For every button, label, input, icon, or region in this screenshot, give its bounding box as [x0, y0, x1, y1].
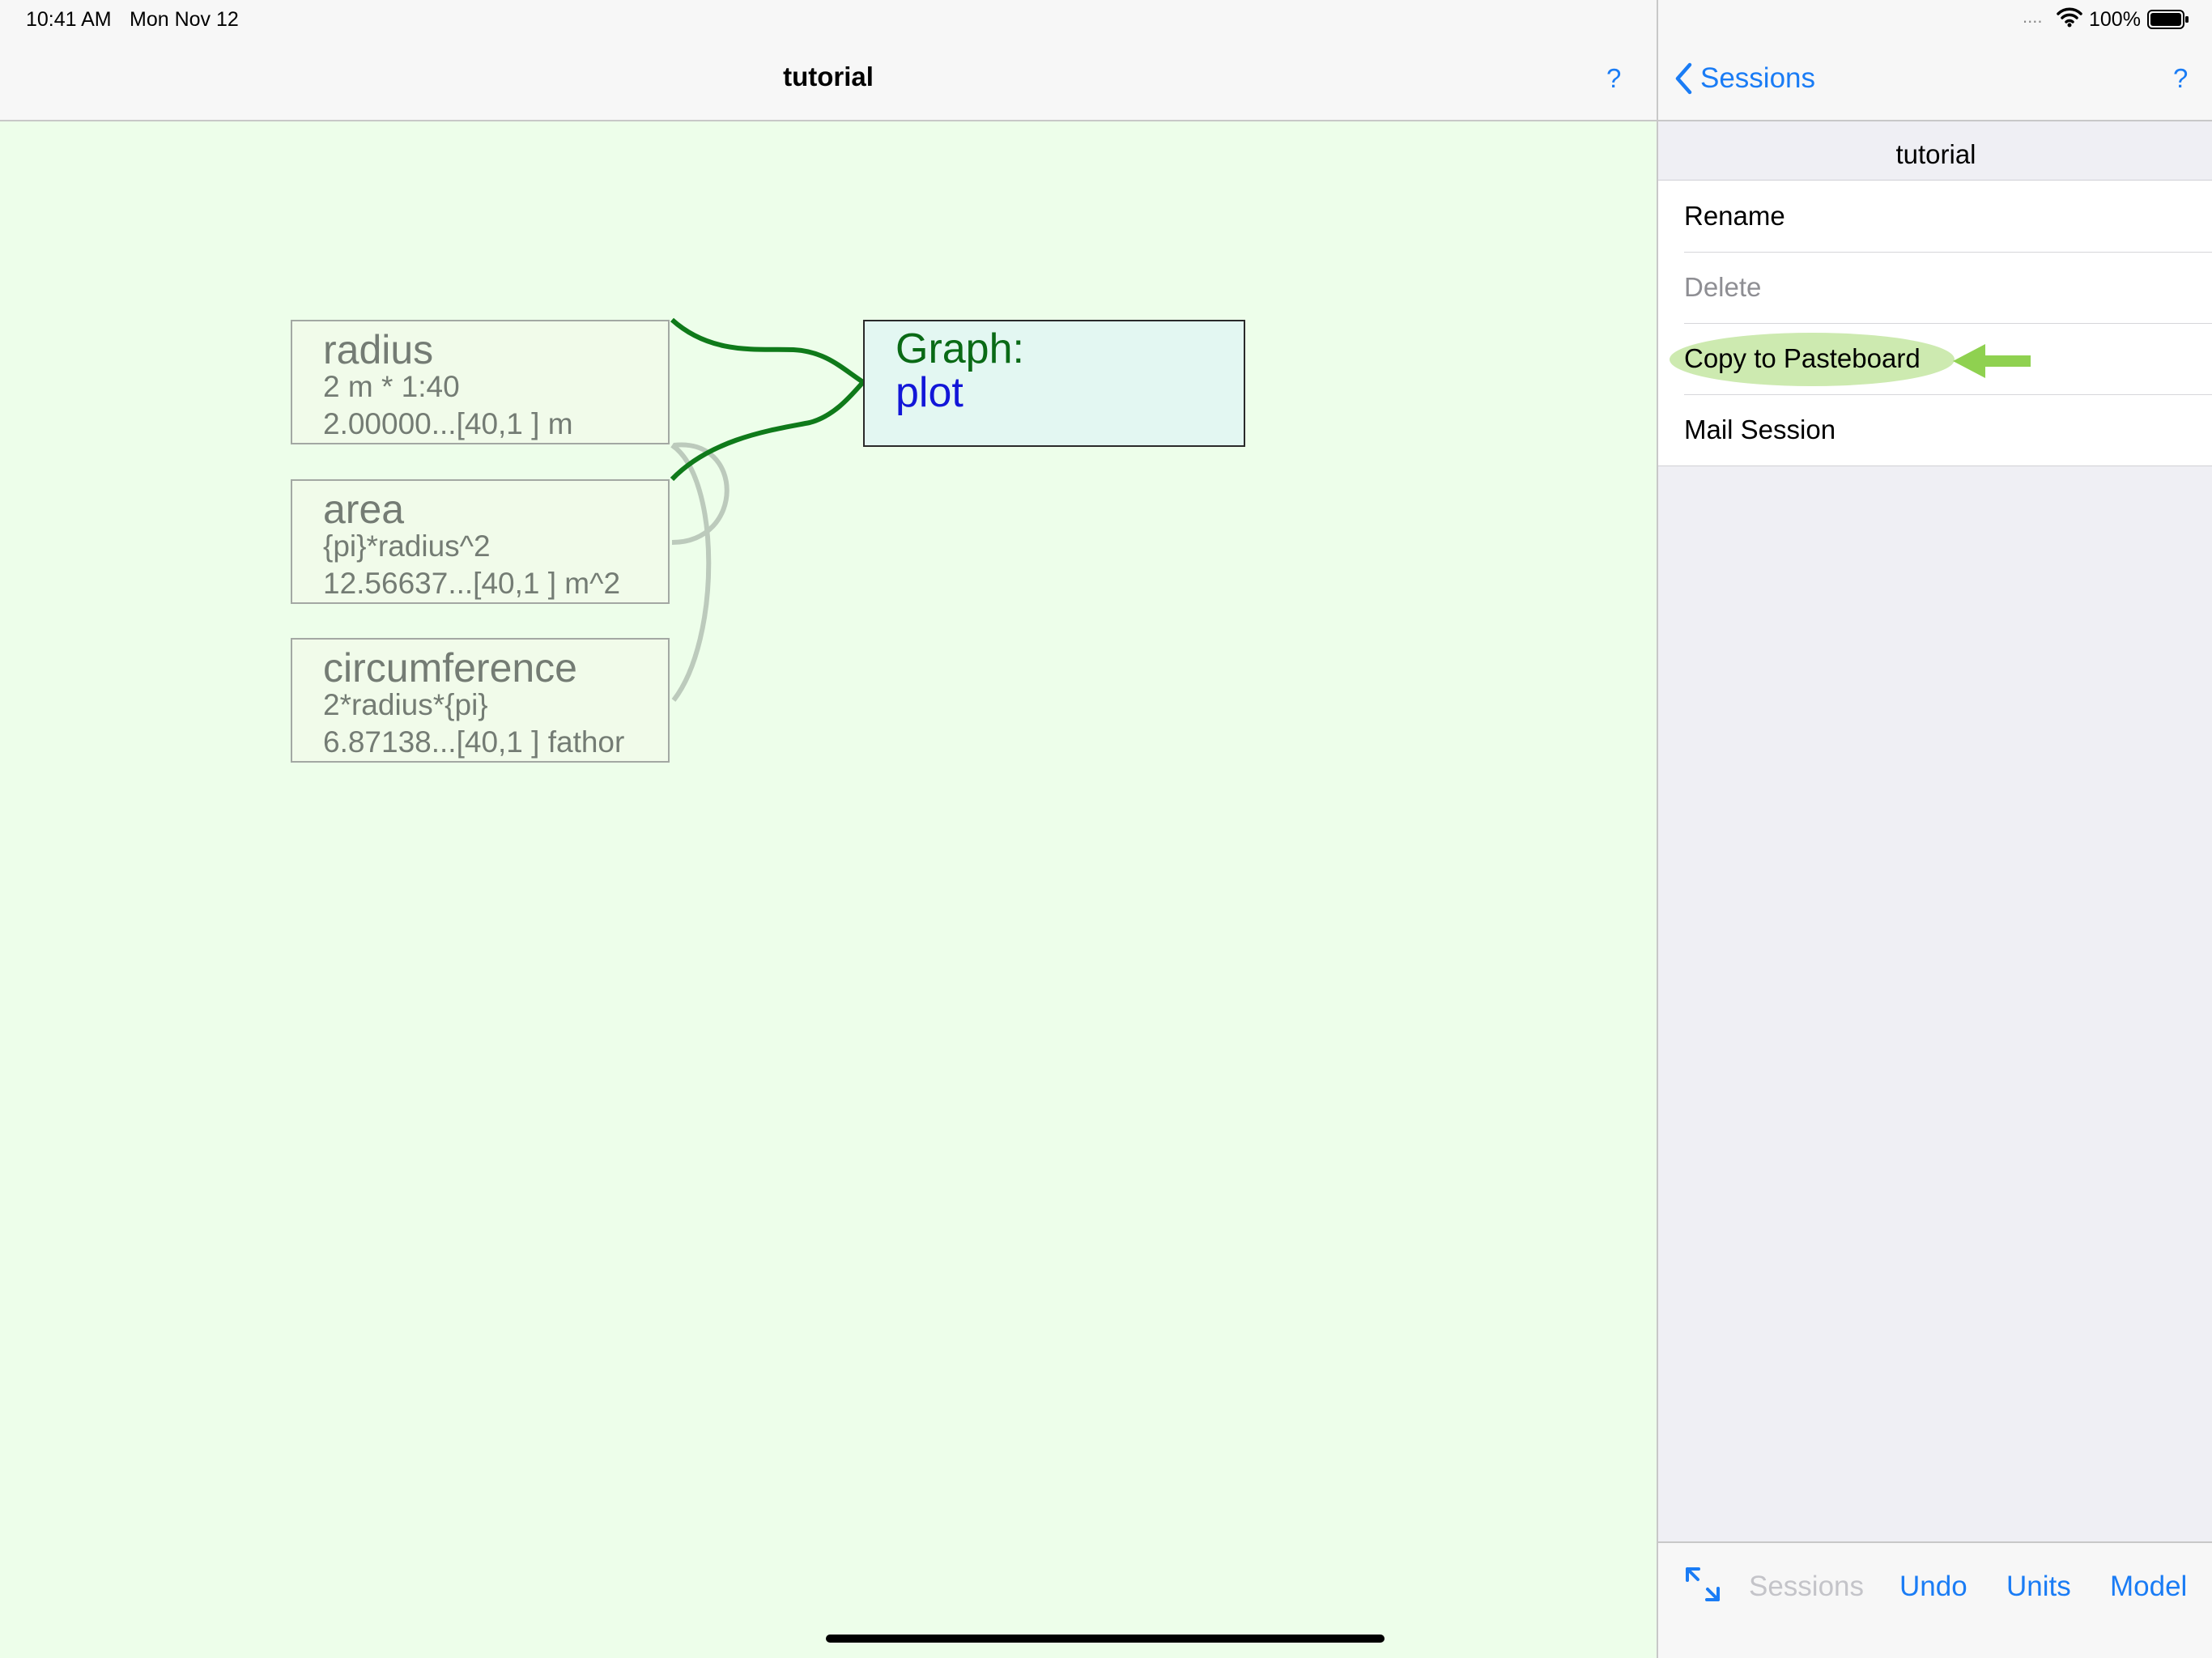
cellular-signal-icon: ....: [2023, 6, 2043, 27]
rename-menu-item[interactable]: Rename: [1658, 181, 2212, 252]
sessions-sidebar: .... 100% Sessions ? tutorial Rename Del…: [1657, 0, 2212, 1658]
variable-value: 2.00000...[40,1 ] m: [323, 407, 573, 440]
menu-item-label: Rename: [1684, 201, 1785, 231]
variable-formula: 2 m * 1:40: [323, 370, 460, 403]
menu-item-label: Copy to Pasteboard: [1684, 343, 1921, 373]
copy-to-pasteboard-menu-item[interactable]: Copy to Pasteboard: [1658, 323, 2212, 394]
help-button[interactable]: ?: [1606, 63, 1622, 93]
variable-name: area: [323, 487, 405, 532]
connection-lines: [670, 317, 866, 702]
battery-percentage: 100%: [2089, 8, 2141, 31]
toolbar-model-button[interactable]: Model: [2110, 1571, 2188, 1602]
home-indicator[interactable]: [826, 1635, 1385, 1643]
back-button-label: Sessions: [1700, 62, 1816, 94]
bottom-toolbar: Sessions Undo Units Model: [1658, 1541, 2212, 1658]
graph-node-plot[interactable]: Graph: plot: [863, 320, 1245, 447]
back-sessions-button[interactable]: Sessions: [1674, 58, 1815, 99]
variable-formula: {pi}*radius^2: [323, 529, 491, 563]
variable-name: radius: [323, 327, 434, 372]
page-title: tutorial: [783, 62, 874, 91]
sidebar-navigation-bar: .... 100% Sessions ?: [1658, 0, 2212, 121]
toolbar-sessions-button[interactable]: Sessions: [1749, 1571, 1865, 1602]
session-title: tutorial: [1895, 139, 1976, 169]
variable-node-area[interactable]: area {pi}*radius^2 12.56637...[40,1 ] m^…: [291, 479, 670, 604]
help-button[interactable]: ?: [2173, 63, 2189, 93]
variable-formula: 2*radius*{pi}: [323, 688, 488, 721]
navigation-bar: 10:41 AM Mon Nov 12 tutorial ?: [0, 0, 1657, 121]
link-circumference-radius: [670, 443, 712, 702]
status-date: Mon Nov 12: [130, 8, 239, 31]
arrow-left-icon: [1953, 344, 2031, 378]
menu-item-label: Mail Session: [1684, 414, 1836, 444]
graph-label: Graph:: [895, 325, 1024, 372]
toolbar-undo-button[interactable]: Undo: [1899, 1571, 1967, 1602]
variable-node-circumference[interactable]: circumference 2*radius*{pi} 6.87138...[4…: [291, 638, 670, 763]
highlight-oval: [1670, 333, 1955, 386]
variable-node-radius[interactable]: radius 2 m * 1:40 2.00000...[40,1 ] m: [291, 320, 670, 444]
link-area-radius: [671, 442, 730, 545]
variable-value: 12.56637...[40,1 ] m^2: [323, 567, 621, 600]
model-canvas[interactable]: radius 2 m * 1:40 2.00000...[40,1 ] m ar…: [0, 121, 1657, 1658]
graph-name: plot: [895, 369, 963, 416]
status-time: 10:41 AM: [26, 8, 112, 31]
model-pane: 10:41 AM Mon Nov 12 tutorial ? radius 2 …: [0, 0, 1657, 1658]
menu-item-label: Delete: [1684, 272, 1762, 302]
variable-name: circumference: [323, 645, 577, 691]
link-area-graph: [670, 380, 866, 482]
battery-icon: [2147, 10, 2189, 29]
chevron-left-icon: [1675, 62, 1692, 95]
session-actions-menu: Rename Delete Copy to Pasteboard Mail Se…: [1658, 180, 2212, 466]
expand-arrows-icon[interactable]: [1684, 1566, 1721, 1603]
delete-menu-item[interactable]: Delete: [1658, 252, 2212, 323]
toolbar-units-button[interactable]: Units: [2006, 1571, 2071, 1602]
variable-value: 6.87138...[40,1 ] fathor: [323, 725, 625, 759]
wifi-icon: [2057, 7, 2082, 28]
mail-session-menu-item[interactable]: Mail Session: [1658, 394, 2212, 466]
link-radius-graph: [670, 317, 865, 385]
